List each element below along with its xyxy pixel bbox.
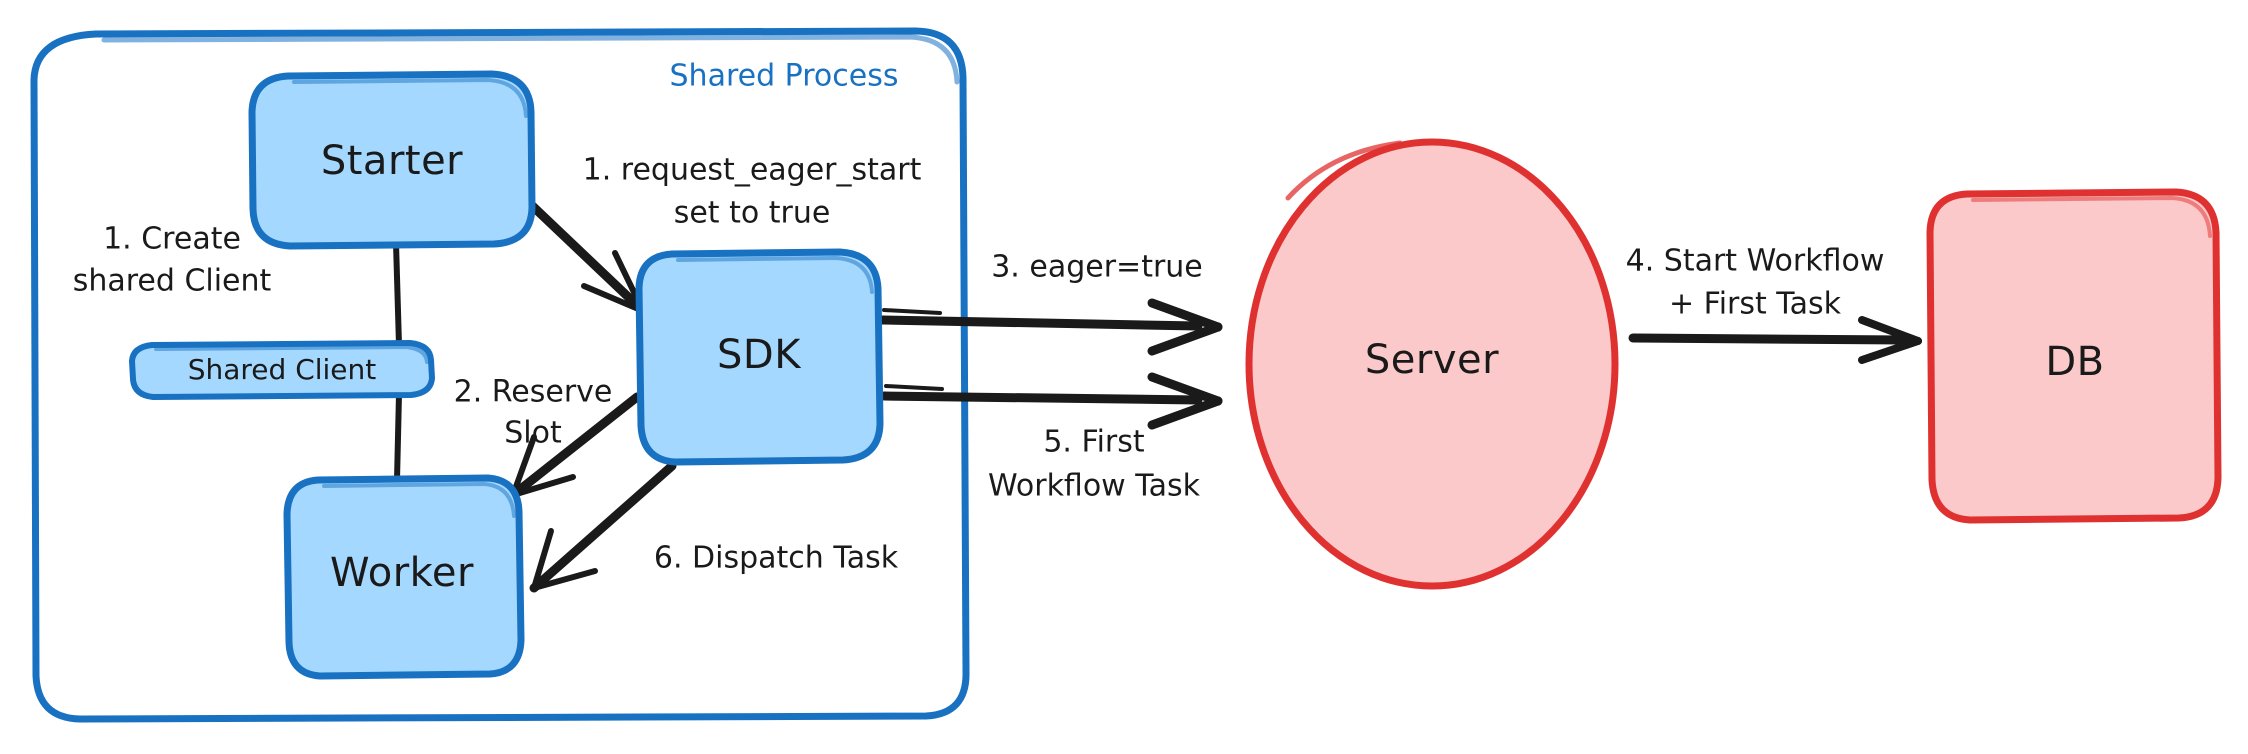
arrowhead-e7-b xyxy=(531,528,554,591)
edge-label-e1-line1: 1. Create xyxy=(103,222,241,257)
edge-reserve-slot: 2. Reserve Slot xyxy=(454,375,642,500)
arrowhead-e4-b xyxy=(1147,322,1223,356)
node-server[interactable]: Server xyxy=(1245,138,1619,590)
node-server-border-sketch xyxy=(1285,140,1403,201)
edge-label-e5-line1: 4. Start Workflow xyxy=(1626,244,1885,279)
shared-process-border xyxy=(30,27,970,723)
node-starter-border-sketch xyxy=(292,78,528,118)
edge-start-workflow: 4. Start Workflow + First Task xyxy=(1626,244,1922,364)
node-shared-client-fill xyxy=(132,343,432,397)
edge-label-e4-line1: 3. eager=true xyxy=(991,250,1203,285)
edge-first-workflow-task: 5. First Workflow Task xyxy=(879,372,1223,504)
shared-process-border-sketch xyxy=(101,34,960,85)
node-shared-client[interactable]: Shared Client xyxy=(129,340,435,400)
arrowhead-e5-a xyxy=(1858,316,1922,345)
node-starter[interactable]: Starter xyxy=(248,70,536,250)
edge-label-e2-line1: 1. request_eager_start xyxy=(583,153,922,188)
node-db-label: DB xyxy=(2045,339,2104,385)
edge-request-eager-start: 1. request_eager_start set to true xyxy=(498,153,922,316)
arrowhead-e2-a xyxy=(581,283,646,314)
edge-line-shared-client-worker xyxy=(394,391,402,483)
edge-dispatch-task: 6. Dispatch Task xyxy=(529,461,899,593)
edge-line-e3 xyxy=(508,392,642,500)
node-worker-border xyxy=(283,474,525,680)
node-worker[interactable]: Worker xyxy=(283,474,525,680)
node-shared-client-border xyxy=(129,340,435,400)
node-db-border xyxy=(1926,188,2222,524)
edge-label-e7-line1: 6. Dispatch Task xyxy=(654,541,899,576)
edge-line-e4-sketch xyxy=(882,308,942,315)
node-server-label: Server xyxy=(1365,337,1499,383)
node-worker-border-sketch xyxy=(322,482,516,518)
node-db-fill xyxy=(1930,192,2218,520)
edge-label-e6-line1: 5. First xyxy=(1043,425,1145,460)
node-shared-client-label: Shared Client xyxy=(188,353,377,386)
node-shared-client-border-sketch xyxy=(154,345,429,364)
edge-line-e4 xyxy=(877,315,1203,331)
arrowhead-e4-a xyxy=(1147,298,1223,332)
group-shared-process: Shared Process xyxy=(30,27,970,723)
node-server-border xyxy=(1245,138,1619,590)
edge-shared-client-worker xyxy=(394,391,402,483)
group-label-shared-process: Shared Process xyxy=(670,59,899,94)
edge-eager-true: 3. eager=true xyxy=(877,250,1223,356)
edge-line-e7 xyxy=(529,461,677,593)
arrowhead-e3-b xyxy=(510,434,537,498)
arrowhead-e3-a xyxy=(510,474,576,498)
node-sdk-border xyxy=(635,248,884,466)
node-sdk-border-sketch xyxy=(676,256,874,294)
node-starter-border xyxy=(248,70,536,250)
edge-create-shared-client: 1. Create shared Client xyxy=(73,222,402,348)
node-sdk-fill xyxy=(639,252,880,462)
edge-label-e5-line2: + First Task xyxy=(1669,287,1842,322)
node-worker-label: Worker xyxy=(330,550,474,596)
edge-line-e5 xyxy=(1628,333,1910,345)
edge-line-e6 xyxy=(879,391,1203,405)
edge-label-e3-line1: 2. Reserve xyxy=(454,375,613,410)
node-sdk[interactable]: SDK xyxy=(635,248,884,466)
node-starter-fill xyxy=(252,74,532,246)
edge-label-e2-line2: set to true xyxy=(674,196,831,231)
node-server-fill xyxy=(1249,142,1615,586)
edge-label-e6-line2: Workflow Task xyxy=(988,469,1201,504)
node-db-border-sketch xyxy=(1971,196,2212,238)
arrowhead-e6-b xyxy=(1147,396,1223,430)
arrowhead-e6-a xyxy=(1147,372,1223,406)
node-worker-fill xyxy=(287,478,521,676)
node-sdk-label: SDK xyxy=(717,332,802,378)
edge-line-e6-sketch xyxy=(884,384,944,391)
node-db[interactable]: DB xyxy=(1926,188,2222,524)
arrowhead-e5-b xyxy=(1858,337,1922,364)
edge-line-e1 xyxy=(393,240,402,348)
arrowhead-e7-a xyxy=(531,568,598,591)
node-starter-label: Starter xyxy=(321,138,463,184)
edge-label-e1-line2: shared Client xyxy=(73,264,272,299)
edge-label-e3-line2: Slot xyxy=(504,416,562,451)
